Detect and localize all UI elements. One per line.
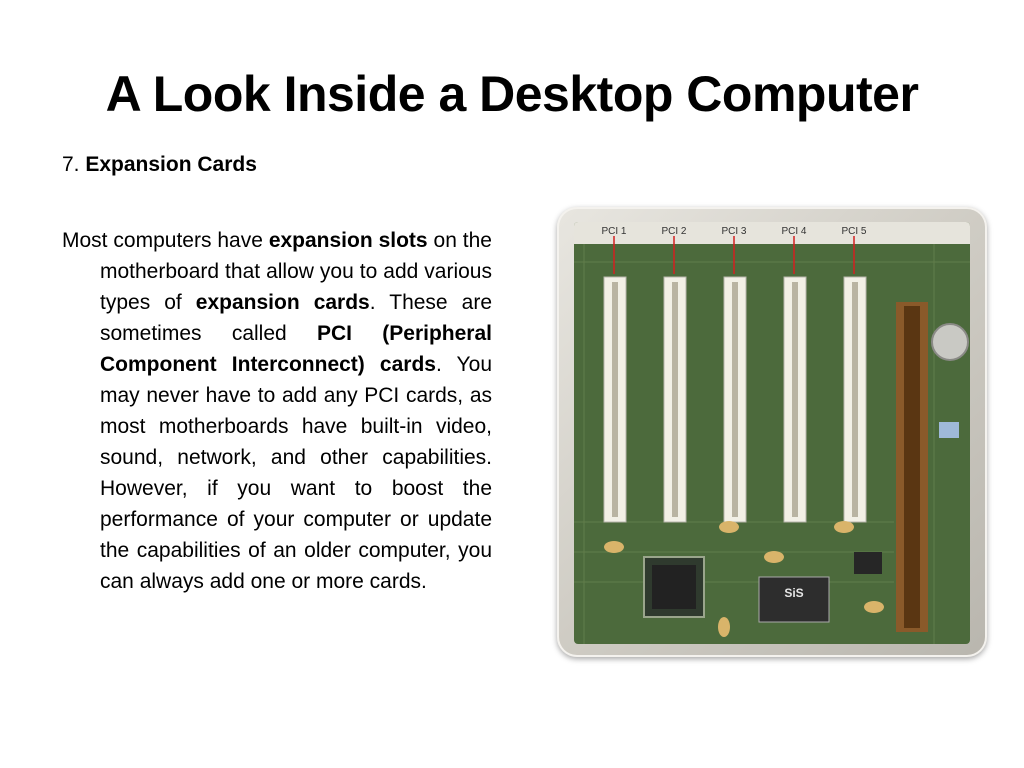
agp-slot-channel [904, 306, 920, 628]
section-number: 7. [62, 153, 80, 176]
pci-slot-channel [732, 282, 738, 517]
body-term: expansion slots [268, 229, 428, 252]
pci-slot-channel [612, 282, 618, 517]
chipset-core [652, 565, 696, 609]
body-run: on the motherboard that allow you to add… [100, 229, 492, 314]
slot-label: PCI 3 [721, 226, 746, 237]
slot-label: PCI 5 [841, 226, 866, 237]
cmos-battery [931, 323, 969, 361]
controller-chip [758, 576, 830, 623]
motherboard-photo-frame: PCI 1 PCI 2 PCI 3 PCI 4 PCI 5 SiS [557, 207, 987, 657]
body-run: Most computers have [62, 229, 269, 252]
pci-slot-channel [792, 282, 798, 517]
body-run: . These are sometimes called [100, 291, 493, 345]
small-chip [854, 552, 882, 574]
controller-chip-label: SiS [784, 586, 803, 600]
motherboard-illustration: PCI 1 PCI 2 PCI 3 PCI 4 PCI 5 SiS [574, 222, 970, 644]
section-heading: 7. Expansion Cards [62, 150, 257, 180]
slot-label: PCI 1 [601, 226, 626, 237]
pci-slots [603, 276, 867, 523]
body-term: PCI (Peripheral Component Interconnect) … [100, 322, 492, 376]
pci-slot-channel [672, 282, 678, 517]
body-run: . You may never have to add any PCI card… [100, 353, 492, 593]
pci-slot-channel [852, 282, 858, 517]
capacitors [604, 521, 884, 637]
slot-labels: PCI 1 PCI 2 PCI 3 PCI 4 PCI 5 [601, 226, 867, 274]
slot-label: PCI 4 [781, 226, 806, 237]
slot-label: PCI 2 [661, 226, 686, 237]
section-label: Expansion Cards [85, 153, 257, 176]
body-paragraph: Most computers have expansion slots on t… [62, 225, 492, 597]
slide-title: A Look Inside a Desktop Computer [105, 66, 919, 122]
connector-block [939, 422, 959, 438]
slot-label-strip [574, 222, 970, 244]
body-term: expansion cards [195, 291, 370, 314]
motherboard-photo: PCI 1 PCI 2 PCI 3 PCI 4 PCI 5 SiS [574, 222, 970, 644]
